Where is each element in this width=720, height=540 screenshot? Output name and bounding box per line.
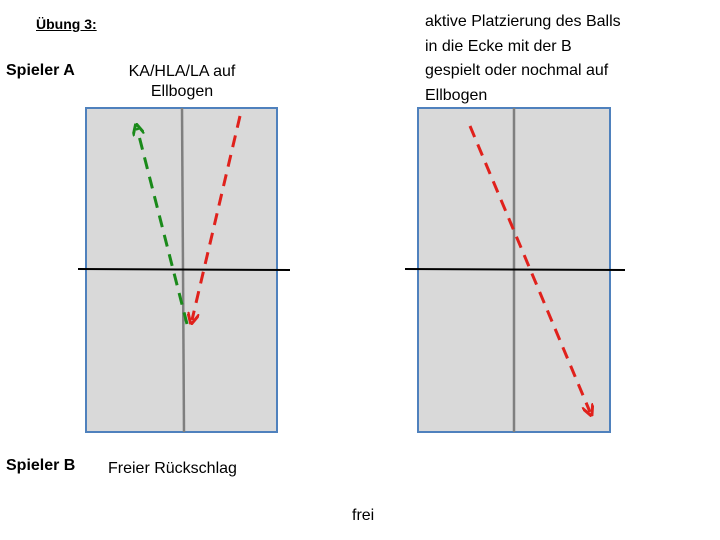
- caption-right-top: aktive Platzierung des Balls in die Ecke…: [425, 13, 621, 104]
- arrow-red-left: [192, 115, 242, 320]
- net-right: [404, 268, 626, 271]
- net-left: [77, 268, 291, 271]
- caption-left-bottom: Freier Rückschlag: [108, 460, 237, 477]
- caption-left-top: KA/HLA/LA auf Ellbogen: [128, 63, 236, 100]
- footer-label: frei: [352, 507, 375, 524]
- player-a-label: Spieler A: [6, 62, 75, 79]
- arrow-red-right: [468, 125, 590, 412]
- arrow-green-left: [137, 128, 189, 325]
- player-b-label: Spieler B: [6, 457, 76, 474]
- exercise-title: Übung 3:: [36, 16, 97, 32]
